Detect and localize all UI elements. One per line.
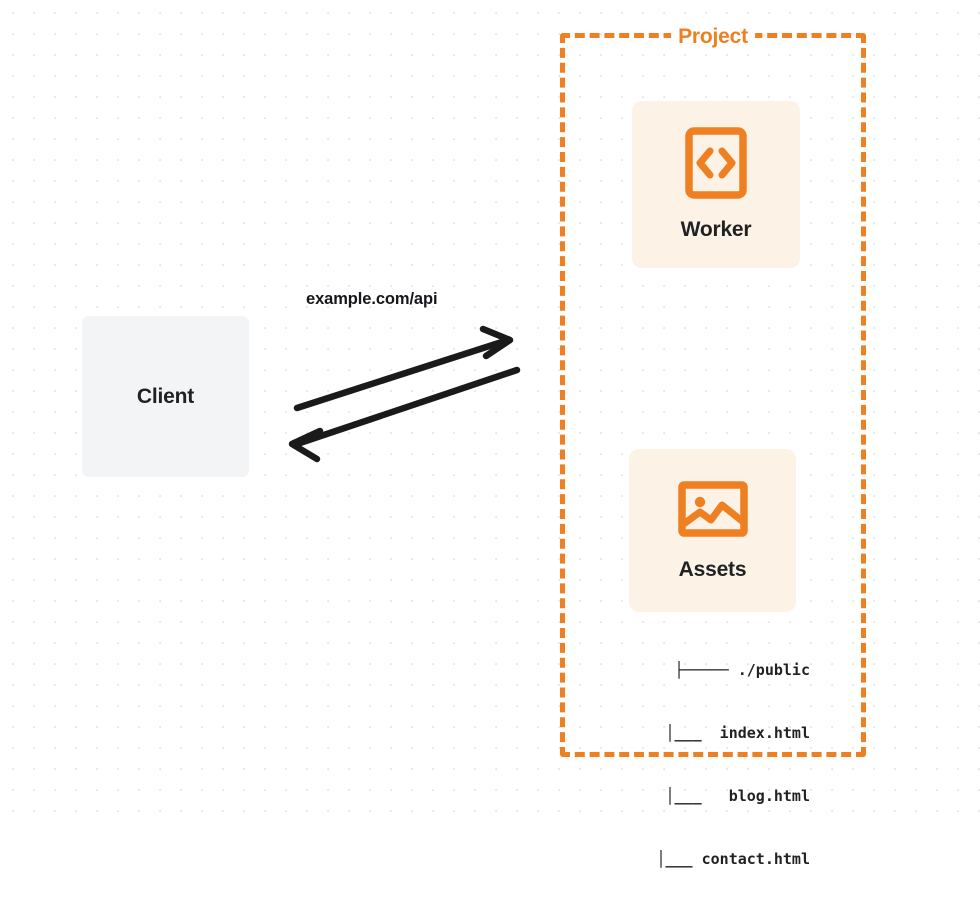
response-arrow-icon — [288, 366, 521, 463]
request-arrow-icon — [293, 325, 514, 412]
project-group: Project — [560, 25, 866, 757]
file-tree-row: │___ blog.html — [665, 787, 811, 805]
worker-node-label: Worker — [680, 218, 752, 241]
image-icon — [677, 479, 748, 544]
assets-node-label: Assets — [678, 558, 747, 581]
client-node[interactable]: Client — [82, 316, 249, 477]
assets-file-tree: ├───── ./public │___ index.html │___ blo… — [598, 618, 810, 912]
client-node-label: Client — [136, 384, 195, 408]
project-group-title: Project — [671, 25, 755, 49]
file-tree-row: │___ contact.html — [656, 850, 810, 868]
file-tree-row: │___ index.html — [665, 724, 811, 742]
diagram-canvas: Client example.com/api Project Worker — [0, 0, 980, 868]
connector-label: example.com/api — [306, 290, 438, 308]
worker-node[interactable]: Worker — [632, 101, 800, 268]
assets-node[interactable]: Assets — [629, 449, 796, 612]
code-brackets-icon — [685, 127, 747, 204]
file-tree-row: ├───── ./public — [674, 661, 810, 679]
